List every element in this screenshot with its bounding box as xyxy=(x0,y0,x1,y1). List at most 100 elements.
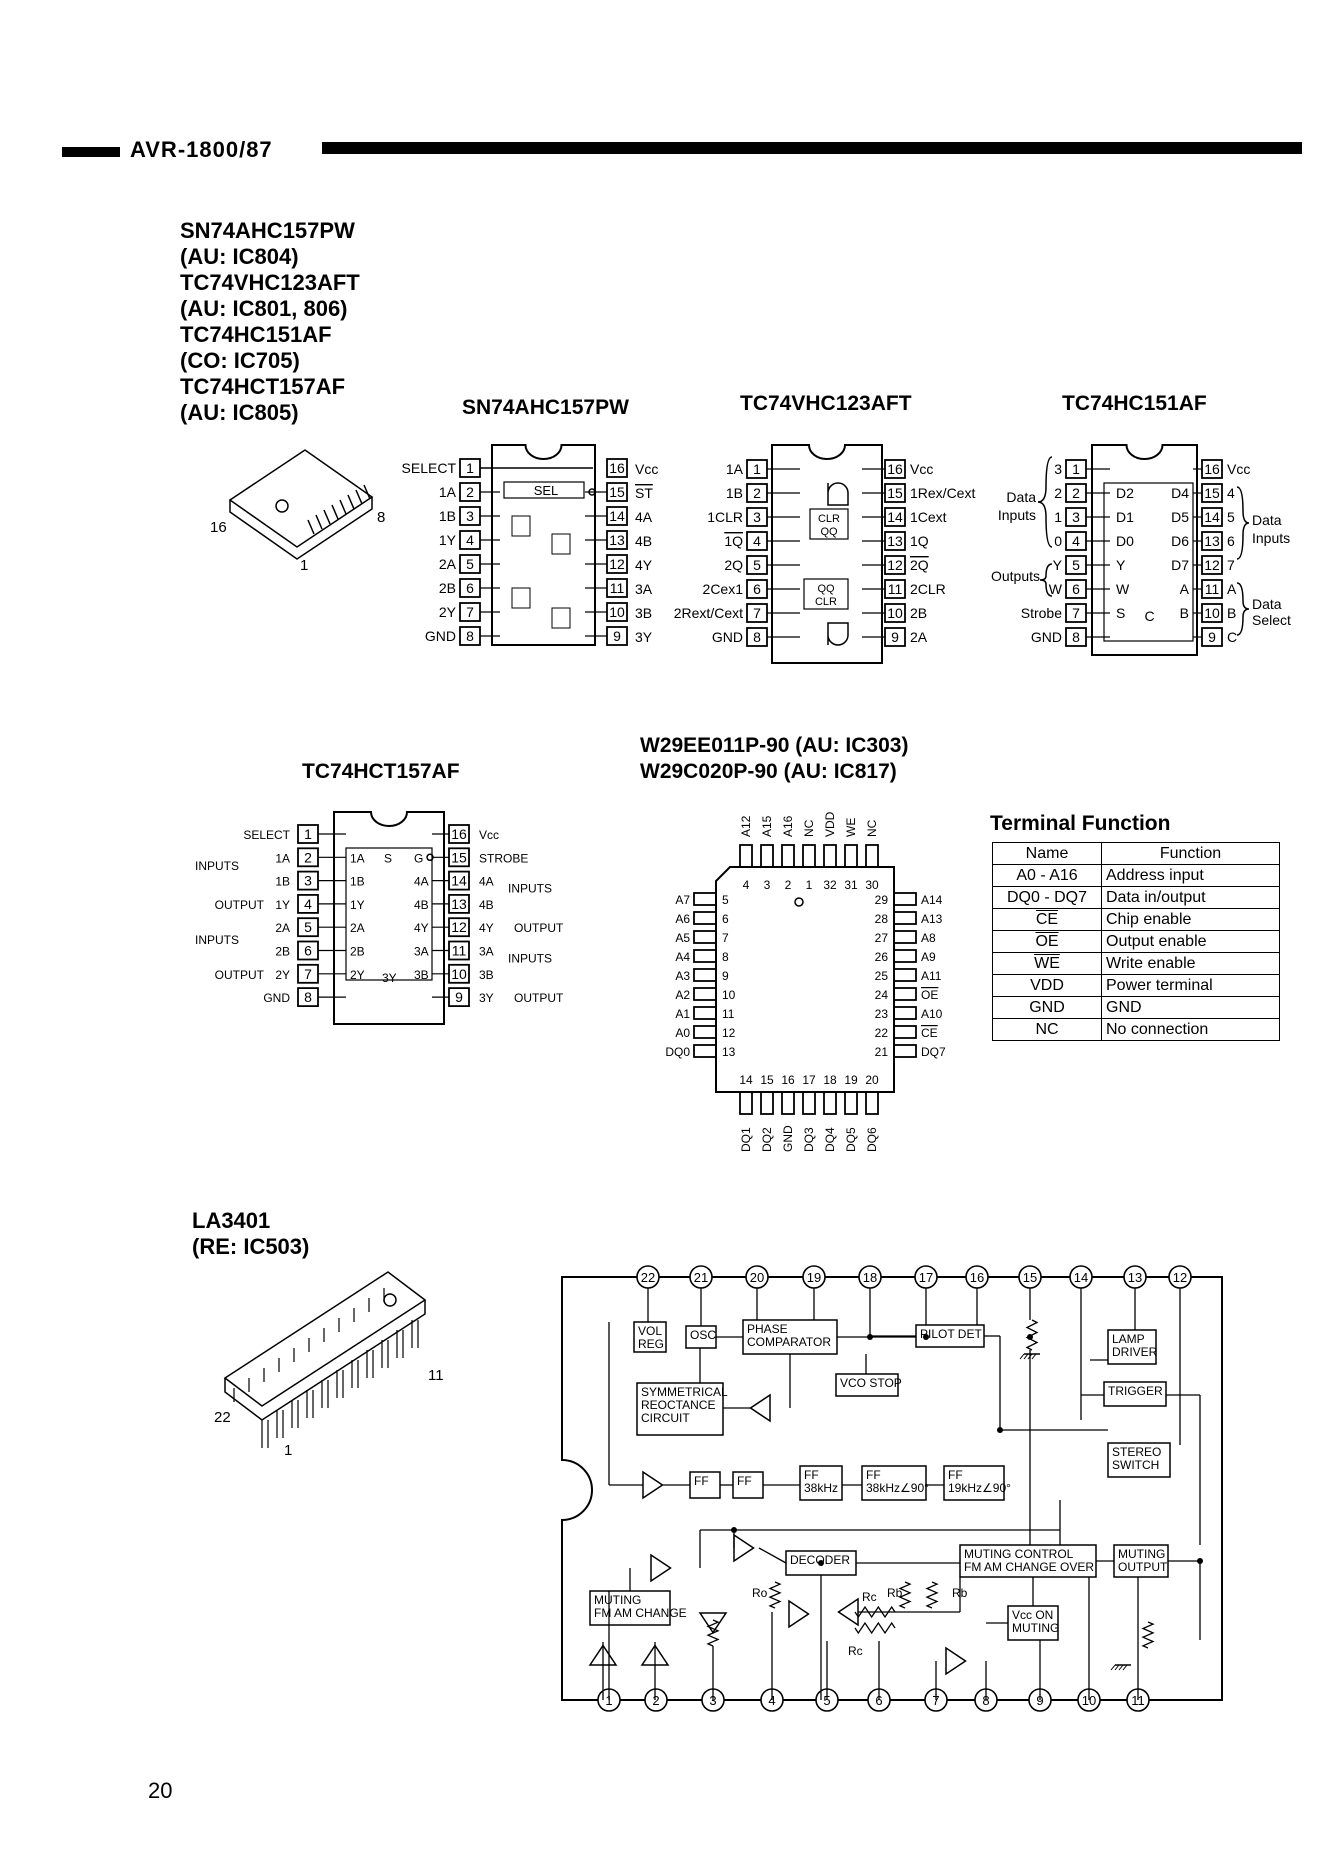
hct157-right-pin-number: 13 xyxy=(451,896,467,912)
sn157-left-pin-number: 7 xyxy=(466,604,474,620)
hct157-group-label: INPUTS xyxy=(508,882,552,896)
hct157-left-pin-number: 2 xyxy=(304,849,312,865)
hct157-inner-left: 2Y xyxy=(350,968,365,982)
vco-stop-block xyxy=(835,1373,899,1397)
hc151-left-pin-number: 6 xyxy=(1072,581,1080,597)
lamp-driver-block-label: DRIVER xyxy=(1112,1345,1158,1359)
sn157-right-label: 3B xyxy=(635,605,652,621)
symmetrical-reactance-block xyxy=(636,1382,724,1436)
hct157-left-pin-number: 8 xyxy=(304,989,312,1005)
plcc-left-label: A2 xyxy=(675,988,690,1002)
terminal-function-title: Terminal Function xyxy=(990,812,1171,835)
part-line: TC74HC151AF xyxy=(180,322,332,347)
plcc-pin1-dot xyxy=(794,897,804,907)
plcc-left-pin xyxy=(693,987,717,1001)
hct157-inner-mid: 4A xyxy=(414,875,429,889)
la3401-lead xyxy=(381,1340,389,1368)
w29-title-1: W29EE011P-90 (AU: IC303) xyxy=(640,734,909,757)
sn157-left-pin-number: 8 xyxy=(466,628,474,644)
sn157-title: SN74AHC157PW xyxy=(462,396,629,419)
vhc123-left-pin-number: 5 xyxy=(753,557,761,573)
so16-pin8-label: 8 xyxy=(377,509,385,526)
la3401-pin1-label: 1 xyxy=(284,1442,292,1459)
hc151-right-label: B xyxy=(1227,605,1236,621)
sn157-left-pin-number: 1 xyxy=(466,460,474,476)
hc151-left-tag: 3 xyxy=(1054,461,1062,477)
hct157-left-label: 1B xyxy=(275,875,290,889)
resistor-rc-label: Rc xyxy=(862,1590,877,1604)
hct157-inner-s: S xyxy=(384,851,392,865)
header-bar-right xyxy=(322,142,1302,154)
ff-38khz-block xyxy=(799,1465,843,1501)
hct157-right-label: 3Y xyxy=(479,991,494,1005)
plcc-top-label: A12 xyxy=(739,815,753,837)
vol-reg-block xyxy=(633,1321,667,1353)
header-bar-left xyxy=(62,147,120,157)
hct157-right-pin-number: 10 xyxy=(451,966,467,982)
part-line: (AU: IC801, 806) xyxy=(180,296,348,321)
hct157-group-label: OUTPUT xyxy=(514,921,564,935)
plcc-right-pin xyxy=(893,1044,917,1058)
amplifier-triangle xyxy=(698,1612,728,1634)
la3401-pkg-top xyxy=(223,1271,427,1407)
so16-lead xyxy=(323,509,331,525)
plcc-top-pin xyxy=(823,844,837,868)
plcc-bottom-number: 14 xyxy=(739,1073,753,1087)
la3401-pin11-label: 11 xyxy=(428,1367,444,1384)
plcc-right-number: 24 xyxy=(875,988,889,1002)
hc151-right-pin-number: 14 xyxy=(1204,509,1220,525)
table-cell: DQ0 - DQ7 xyxy=(992,886,1102,909)
plcc-right-number: 26 xyxy=(875,950,889,964)
sn157-right-label: 4B xyxy=(635,533,652,549)
plcc-right-pin xyxy=(893,987,917,1001)
hc151-inner-left: S xyxy=(1116,605,1125,621)
hct157-right-label: Vcc xyxy=(479,828,499,842)
vhc123-left-pin-number: 6 xyxy=(753,581,761,597)
hc151-left-pin-number: 7 xyxy=(1072,605,1080,621)
osc-block-label: OSC xyxy=(690,1328,716,1342)
pin-number-bottom: 7 xyxy=(932,1693,939,1708)
plcc-bottom-number: 18 xyxy=(823,1073,837,1087)
hc151-inner-left: Y xyxy=(1116,557,1126,573)
hct157-group-label: INPUTS xyxy=(195,933,239,947)
plcc-bottom-pin xyxy=(760,1091,774,1115)
symmetrical-reactance-block-label: CIRCUIT xyxy=(641,1411,690,1425)
plcc-left-label: A1 xyxy=(675,1007,690,1021)
hc151-left-tag: 1 xyxy=(1054,509,1062,525)
hc151-left-pin-number: 8 xyxy=(1072,629,1080,645)
resistor-rb-label: Rb xyxy=(887,1586,903,1600)
vhc123-and-gate-2 xyxy=(827,622,849,646)
sn157-sel-box xyxy=(503,481,585,499)
hct157-inner-3y: 3Y xyxy=(382,971,397,985)
sn157-left-pin-number: 2 xyxy=(466,484,474,500)
sn157-switch xyxy=(511,587,531,609)
sn157-right-pin-box xyxy=(606,458,628,478)
plcc-bottom-label: DQ2 xyxy=(760,1127,774,1152)
pin-circle-bottom xyxy=(644,1688,668,1712)
vhc123-left-label: 1B xyxy=(726,485,743,501)
hct157-group-label: OUTPUT xyxy=(215,968,265,982)
table-cell: GND xyxy=(992,996,1102,1019)
plcc-bottom-pin xyxy=(781,1091,795,1115)
table-cell: No connection xyxy=(1101,1018,1280,1041)
resistor xyxy=(706,1619,720,1647)
hct157-inner-left: 2B xyxy=(350,945,365,959)
vhc123-body xyxy=(771,444,883,664)
hct157-right-label: 4B xyxy=(479,898,494,912)
plcc-top-number: 30 xyxy=(865,878,879,892)
amplifier-triangle xyxy=(642,1470,664,1500)
ground xyxy=(1114,1664,1120,1671)
pin-number-bottom: 8 xyxy=(982,1693,989,1708)
plcc-left-number: 9 xyxy=(722,969,729,983)
sn157-right-pin-number: 10 xyxy=(609,604,625,620)
muting-control-block-label: FM AM CHANGE OVER xyxy=(964,1560,1094,1574)
hct157-inner-g: G xyxy=(414,851,423,865)
vcc-on-muting-block-label: MUTING xyxy=(1012,1621,1059,1635)
plcc-top-number: 4 xyxy=(743,878,750,892)
hc151-left-tag: Y xyxy=(1053,557,1063,573)
plcc-left-number: 6 xyxy=(722,912,729,926)
vhc123-right-pin-number: 10 xyxy=(887,605,903,621)
hct157-left-label: GND xyxy=(263,991,290,1005)
